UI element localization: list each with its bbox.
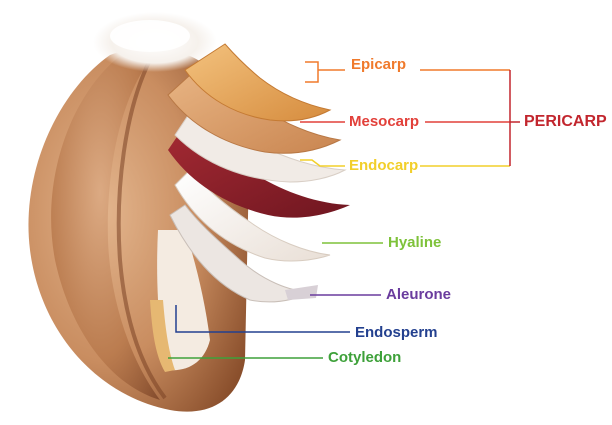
label-aleurone: Aleurone	[386, 286, 451, 304]
label-mesocarp: Mesocarp	[349, 113, 419, 131]
label-epicarp: Epicarp	[351, 56, 406, 74]
aleurone-fringe	[285, 285, 318, 300]
label-cotyledon: Cotyledon	[328, 349, 401, 367]
label-pericarp: PERICARP	[524, 113, 607, 131]
label-hyaline: Hyaline	[388, 234, 441, 252]
label-endocarp: Endocarp	[349, 157, 418, 175]
epicarp-leader	[305, 62, 318, 82]
label-endosperm: Endosperm	[355, 324, 438, 342]
